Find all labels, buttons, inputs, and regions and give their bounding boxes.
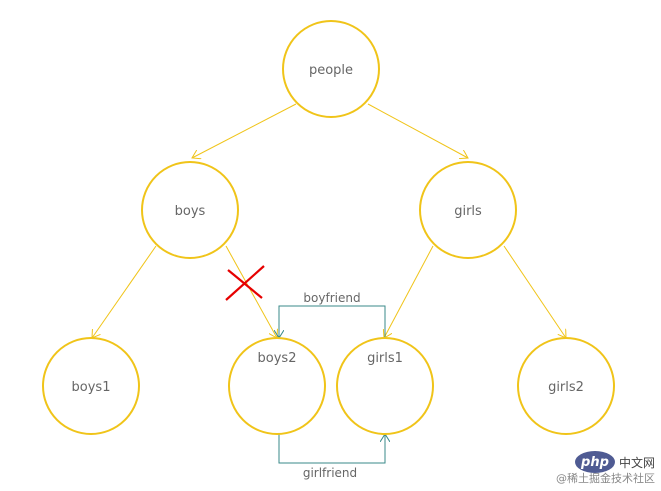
girlfriend-label: girlfriend [303, 466, 357, 480]
edge-girls-girls1 [384, 245, 434, 338]
node-boys2: boys2 [228, 337, 326, 435]
boyfriend-connector [279, 305, 386, 338]
node-label-people: people [309, 63, 353, 78]
node-girls2: girls2 [517, 337, 615, 435]
node-boys: boys [141, 161, 239, 259]
edge-boys-boys1 [92, 245, 157, 338]
cross-mark [225, 265, 265, 301]
girlfriend-connector [278, 434, 385, 464]
node-label-girls2: girls2 [548, 380, 584, 395]
edge-boys-boys2 [225, 245, 277, 338]
node-label-boys2: boys2 [258, 351, 297, 366]
node-girls1: girls1 [336, 337, 434, 435]
watermark: php 中文网 [574, 442, 655, 482]
node-label-girls: girls [454, 204, 482, 219]
php-logo: php [574, 451, 615, 473]
node-people: people [282, 20, 380, 118]
node-label-boys1: boys1 [72, 380, 111, 395]
node-label-girls1: girls1 [367, 351, 403, 366]
node-boys1: boys1 [42, 337, 140, 435]
edge-people-girls [367, 103, 468, 158]
edge-girls-girls2 [503, 245, 566, 338]
boyfriend-label: boyfriend [303, 291, 360, 305]
node-girls: girls [419, 161, 517, 259]
edge-people-boys [192, 103, 297, 158]
watermark-credit: @稀土掘金技术社区 [556, 472, 655, 485]
node-label-boys: boys [175, 204, 206, 219]
watermark-site: 中文网 [618, 455, 655, 470]
